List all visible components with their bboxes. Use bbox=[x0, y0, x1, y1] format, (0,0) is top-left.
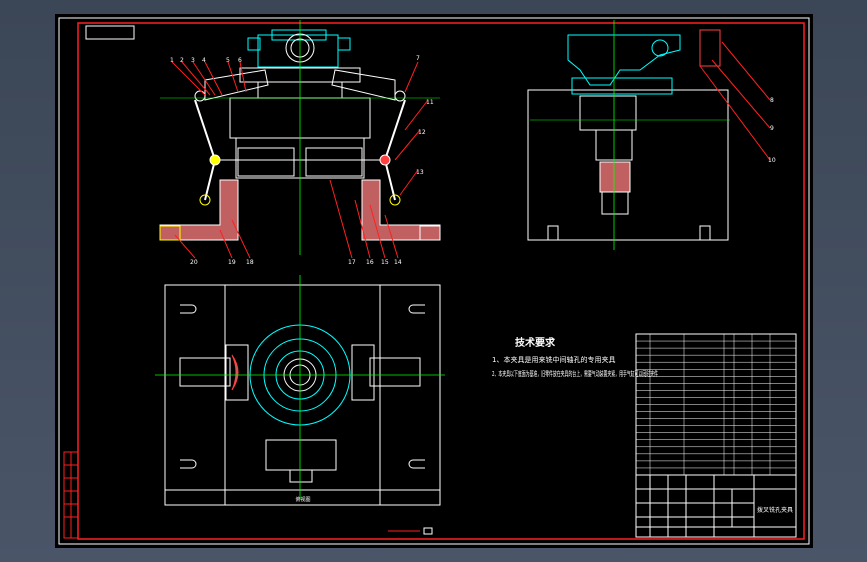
balloon-19: 19 bbox=[228, 259, 236, 266]
technical-requirements: 技术要求 1、本夹具是用来铣中间轴孔的专用夹具 2、本夹具以下底面为基准，旧零件… bbox=[492, 336, 658, 378]
balloon-7: 7 bbox=[416, 55, 420, 62]
balloon-14: 14 bbox=[394, 259, 402, 266]
balloon-17: 17 bbox=[348, 259, 356, 266]
balloon-9: 9 bbox=[770, 125, 774, 132]
balloon-3: 3 bbox=[191, 57, 195, 64]
balloon-2: 2 bbox=[180, 57, 184, 64]
drawing-sheet bbox=[55, 14, 813, 548]
balloon-1: 1 bbox=[170, 57, 174, 64]
drawing-number-box bbox=[85, 25, 135, 40]
balloon-18: 18 bbox=[246, 259, 254, 266]
balloon-10: 10 bbox=[768, 157, 776, 164]
balloon-20: 20 bbox=[190, 259, 198, 266]
tech-req-item-2: 2、本夹具以下底面为基准，旧零件放在夹具的台上，需要气动装置夹紧，用手气缸可以同… bbox=[492, 369, 658, 378]
balloon-15: 15 bbox=[381, 259, 389, 266]
inner-frame bbox=[77, 22, 805, 540]
drawing-title: 拨叉铣孔夹具 bbox=[757, 506, 793, 514]
balloon-5: 5 bbox=[226, 57, 230, 64]
title-block: 拨叉铣孔夹具 bbox=[635, 474, 797, 538]
balloon-8: 8 bbox=[770, 97, 774, 104]
balloon-13: 13 bbox=[416, 169, 424, 176]
balloon-16: 16 bbox=[366, 259, 374, 266]
parts-list bbox=[635, 333, 797, 476]
front-view: 1 2 3 4 5 6 7 11 12 13 20 19 18 17 16 15… bbox=[159, 20, 441, 266]
top-view-label: 俯视图 bbox=[295, 496, 310, 503]
top-view: 俯视图 bbox=[155, 275, 445, 506]
tech-req-item-1: 1、本夹具是用来铣中间轴孔的专用夹具 bbox=[492, 355, 615, 364]
side-view: 8 9 10 bbox=[527, 20, 776, 250]
balloon-4: 4 bbox=[202, 57, 206, 64]
side-table bbox=[63, 451, 79, 539]
balloon-6: 6 bbox=[238, 57, 242, 64]
outer-border bbox=[58, 17, 810, 545]
tech-req-title: 技术要求 bbox=[515, 336, 556, 349]
balloon-11: 11 bbox=[426, 99, 434, 106]
balloon-12: 12 bbox=[418, 129, 426, 136]
